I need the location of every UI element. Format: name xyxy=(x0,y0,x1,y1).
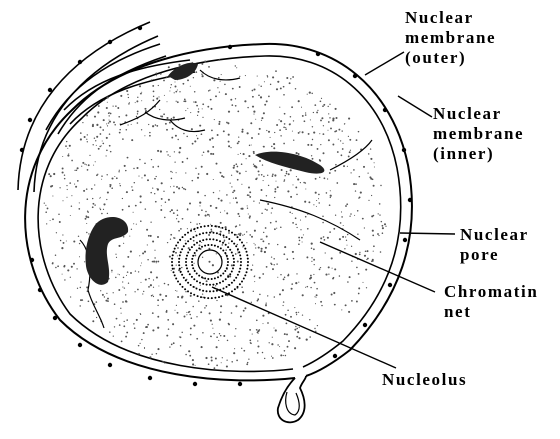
label-chromatin-net: Chromatin net xyxy=(444,282,538,322)
nuclear-bleb xyxy=(278,376,306,422)
label-nuclear-pore: Nuclear pore xyxy=(460,225,529,265)
label-outer-line-1: Nuclear xyxy=(405,8,496,28)
label-pore-line-1: Nuclear xyxy=(460,225,529,245)
label-outer-membrane: Nuclear membrane (outer) xyxy=(405,8,496,68)
label-inner-line-2: membrane xyxy=(433,124,524,144)
dense-chromatin-left xyxy=(85,217,128,285)
label-nucleolus-line-1: Nucleolus xyxy=(382,370,467,390)
label-chromatin-line-1: Chromatin xyxy=(444,282,538,302)
label-chromatin-line-2: net xyxy=(444,302,538,322)
label-inner-membrane: Nuclear membrane (inner) xyxy=(433,104,524,164)
label-outer-line-3: (outer) xyxy=(405,48,496,68)
label-inner-line-3: (inner) xyxy=(433,144,524,164)
chromatin-strands xyxy=(80,70,372,328)
label-outer-line-2: membrane xyxy=(405,28,496,48)
label-inner-line-1: Nuclear xyxy=(433,104,524,124)
ribosomes xyxy=(20,26,412,386)
pointer-lines xyxy=(212,52,455,368)
label-pore-line-2: pore xyxy=(460,245,529,265)
label-nucleolus: Nucleolus xyxy=(382,370,467,390)
inner-membrane xyxy=(38,56,401,372)
